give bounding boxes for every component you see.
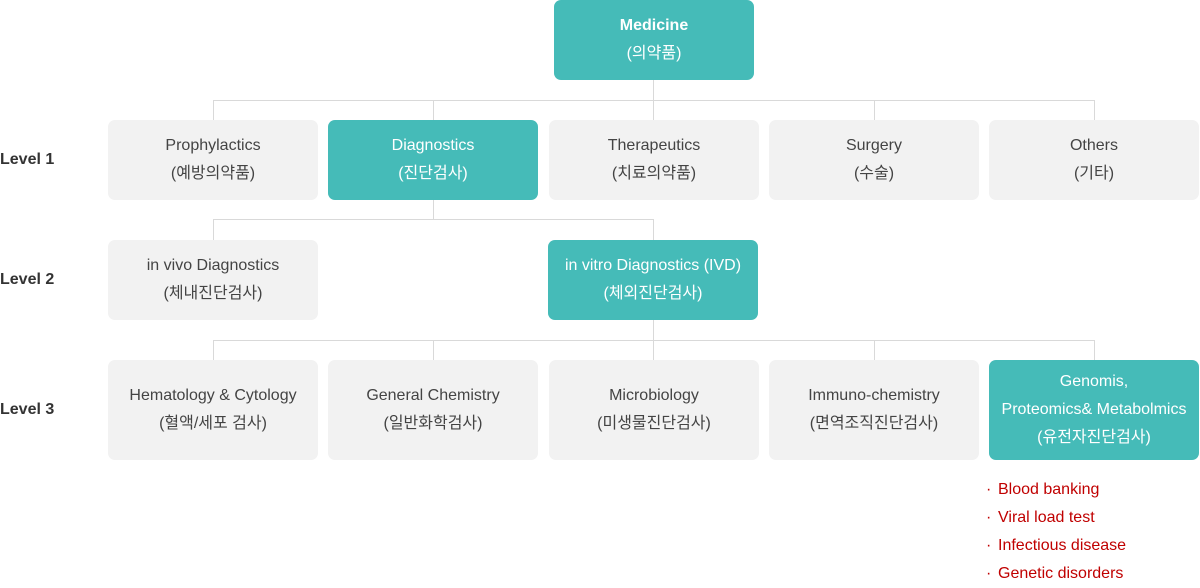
- node-subtitle: (일반화학검사): [383, 415, 483, 432]
- level-2-label: Level 2: [0, 271, 55, 288]
- node-diagnostics: Diagnostics (진단검사): [328, 120, 538, 200]
- connector-level3-drop: [874, 340, 875, 360]
- level-1-label: Level 1: [0, 151, 55, 168]
- level-3-label: Level 3: [0, 401, 55, 418]
- list-item: · Genetic disorders: [986, 560, 1126, 588]
- node-subtitle: (진단검사): [398, 165, 468, 182]
- node-subtitle: (면역조직진단검사): [809, 415, 939, 432]
- node-title: Immuno-chemistry: [808, 387, 940, 404]
- node-subtitle: (예방의약품): [170, 165, 256, 182]
- node-title: in vivo Diagnostics: [146, 257, 280, 274]
- node-title: Therapeutics: [607, 137, 701, 154]
- connector-level3-drop: [653, 340, 654, 360]
- node-others: Others (기타): [989, 120, 1199, 200]
- node-surgery: Surgery (수술): [769, 120, 979, 200]
- node-general-chemistry: General Chemistry (일반화학검사): [328, 360, 538, 460]
- node-title: Prophylactics: [165, 137, 261, 154]
- list-item-label: Viral load test: [998, 509, 1095, 526]
- node-subtitle: (체외진단검사): [603, 285, 703, 302]
- list-item-label: Infectious disease: [998, 537, 1127, 554]
- node-hematology-cytology: Hematology & Cytology (혈액/세포 검사): [108, 360, 318, 460]
- node-title: Genomis,: [1059, 373, 1129, 390]
- connector-level2-drop: [213, 219, 214, 240]
- connector-level2-bar: [213, 219, 654, 220]
- connector-level1-drop: [874, 100, 875, 120]
- node-title: Others: [1069, 137, 1118, 154]
- node-in-vivo-diagnostics: in vivo Diagnostics (체내진단검사): [108, 240, 318, 320]
- node-subtitle: (기타): [1073, 165, 1115, 182]
- node-title: Medicine: [619, 17, 689, 34]
- node-subtitle: (미생물진단검사): [597, 415, 711, 432]
- node-prophylactics: Prophylactics (예방의약품): [108, 120, 318, 200]
- bullet-icon: ·: [986, 509, 992, 526]
- connector-level3-drop: [213, 340, 214, 360]
- node-title: Microbiology: [609, 387, 699, 404]
- node-genomics: Genomis, Proteomics& Metabolmics (유전자진단검…: [989, 360, 1199, 460]
- node-subtitle: (의약품): [626, 45, 682, 62]
- list-item-label: Blood banking: [998, 481, 1100, 498]
- node-medicine: Medicine (의약품): [554, 0, 754, 80]
- node-title: Surgery: [845, 137, 903, 154]
- connector-level3-drop: [1094, 340, 1095, 360]
- list-item: · Blood banking: [986, 476, 1126, 504]
- node-title-line2: Proteomics& Metabolmics: [1001, 401, 1187, 418]
- connector-diagnostics-stem: [433, 200, 434, 220]
- node-subtitle: (유전자진단검사): [1037, 429, 1151, 446]
- node-in-vitro-diagnostics: in vitro Diagnostics (IVD) (체외진단검사): [548, 240, 758, 320]
- connector-level3-drop: [433, 340, 434, 360]
- connector-ivd-stem: [653, 320, 654, 340]
- node-title: Diagnostics: [391, 137, 475, 154]
- connector-level1-drop: [433, 100, 434, 120]
- bullet-icon: ·: [986, 537, 992, 554]
- node-therapeutics: Therapeutics (치료의약품): [549, 120, 759, 200]
- node-immuno-chemistry: Immuno-chemistry (면역조직진단검사): [769, 360, 979, 460]
- bullet-icon: ·: [986, 565, 992, 582]
- node-subtitle: (치료의약품): [611, 165, 697, 182]
- node-subtitle: (수술): [853, 165, 895, 182]
- list-item-label: Genetic disorders: [998, 565, 1124, 582]
- node-subtitle: (혈액/세포 검사): [159, 415, 267, 432]
- connector-root-stem: [653, 80, 654, 100]
- list-item: · Viral load test: [986, 504, 1126, 532]
- node-subtitle: (체내진단검사): [163, 285, 263, 302]
- list-item: · Infectious disease: [986, 532, 1126, 560]
- connector-level2-drop: [653, 219, 654, 240]
- connector-level1-drop: [1094, 100, 1095, 120]
- node-microbiology: Microbiology (미생물진단검사): [549, 360, 759, 460]
- bullet-icon: ·: [986, 481, 992, 498]
- connector-level1-drop: [213, 100, 214, 120]
- node-title: in vitro Diagnostics (IVD): [564, 257, 742, 274]
- node-title: Hematology & Cytology: [129, 387, 297, 404]
- genomics-test-list: · Blood banking · Viral load test · Infecti…: [986, 476, 1126, 588]
- node-title: General Chemistry: [366, 387, 500, 404]
- connector-level1-drop: [653, 100, 654, 120]
